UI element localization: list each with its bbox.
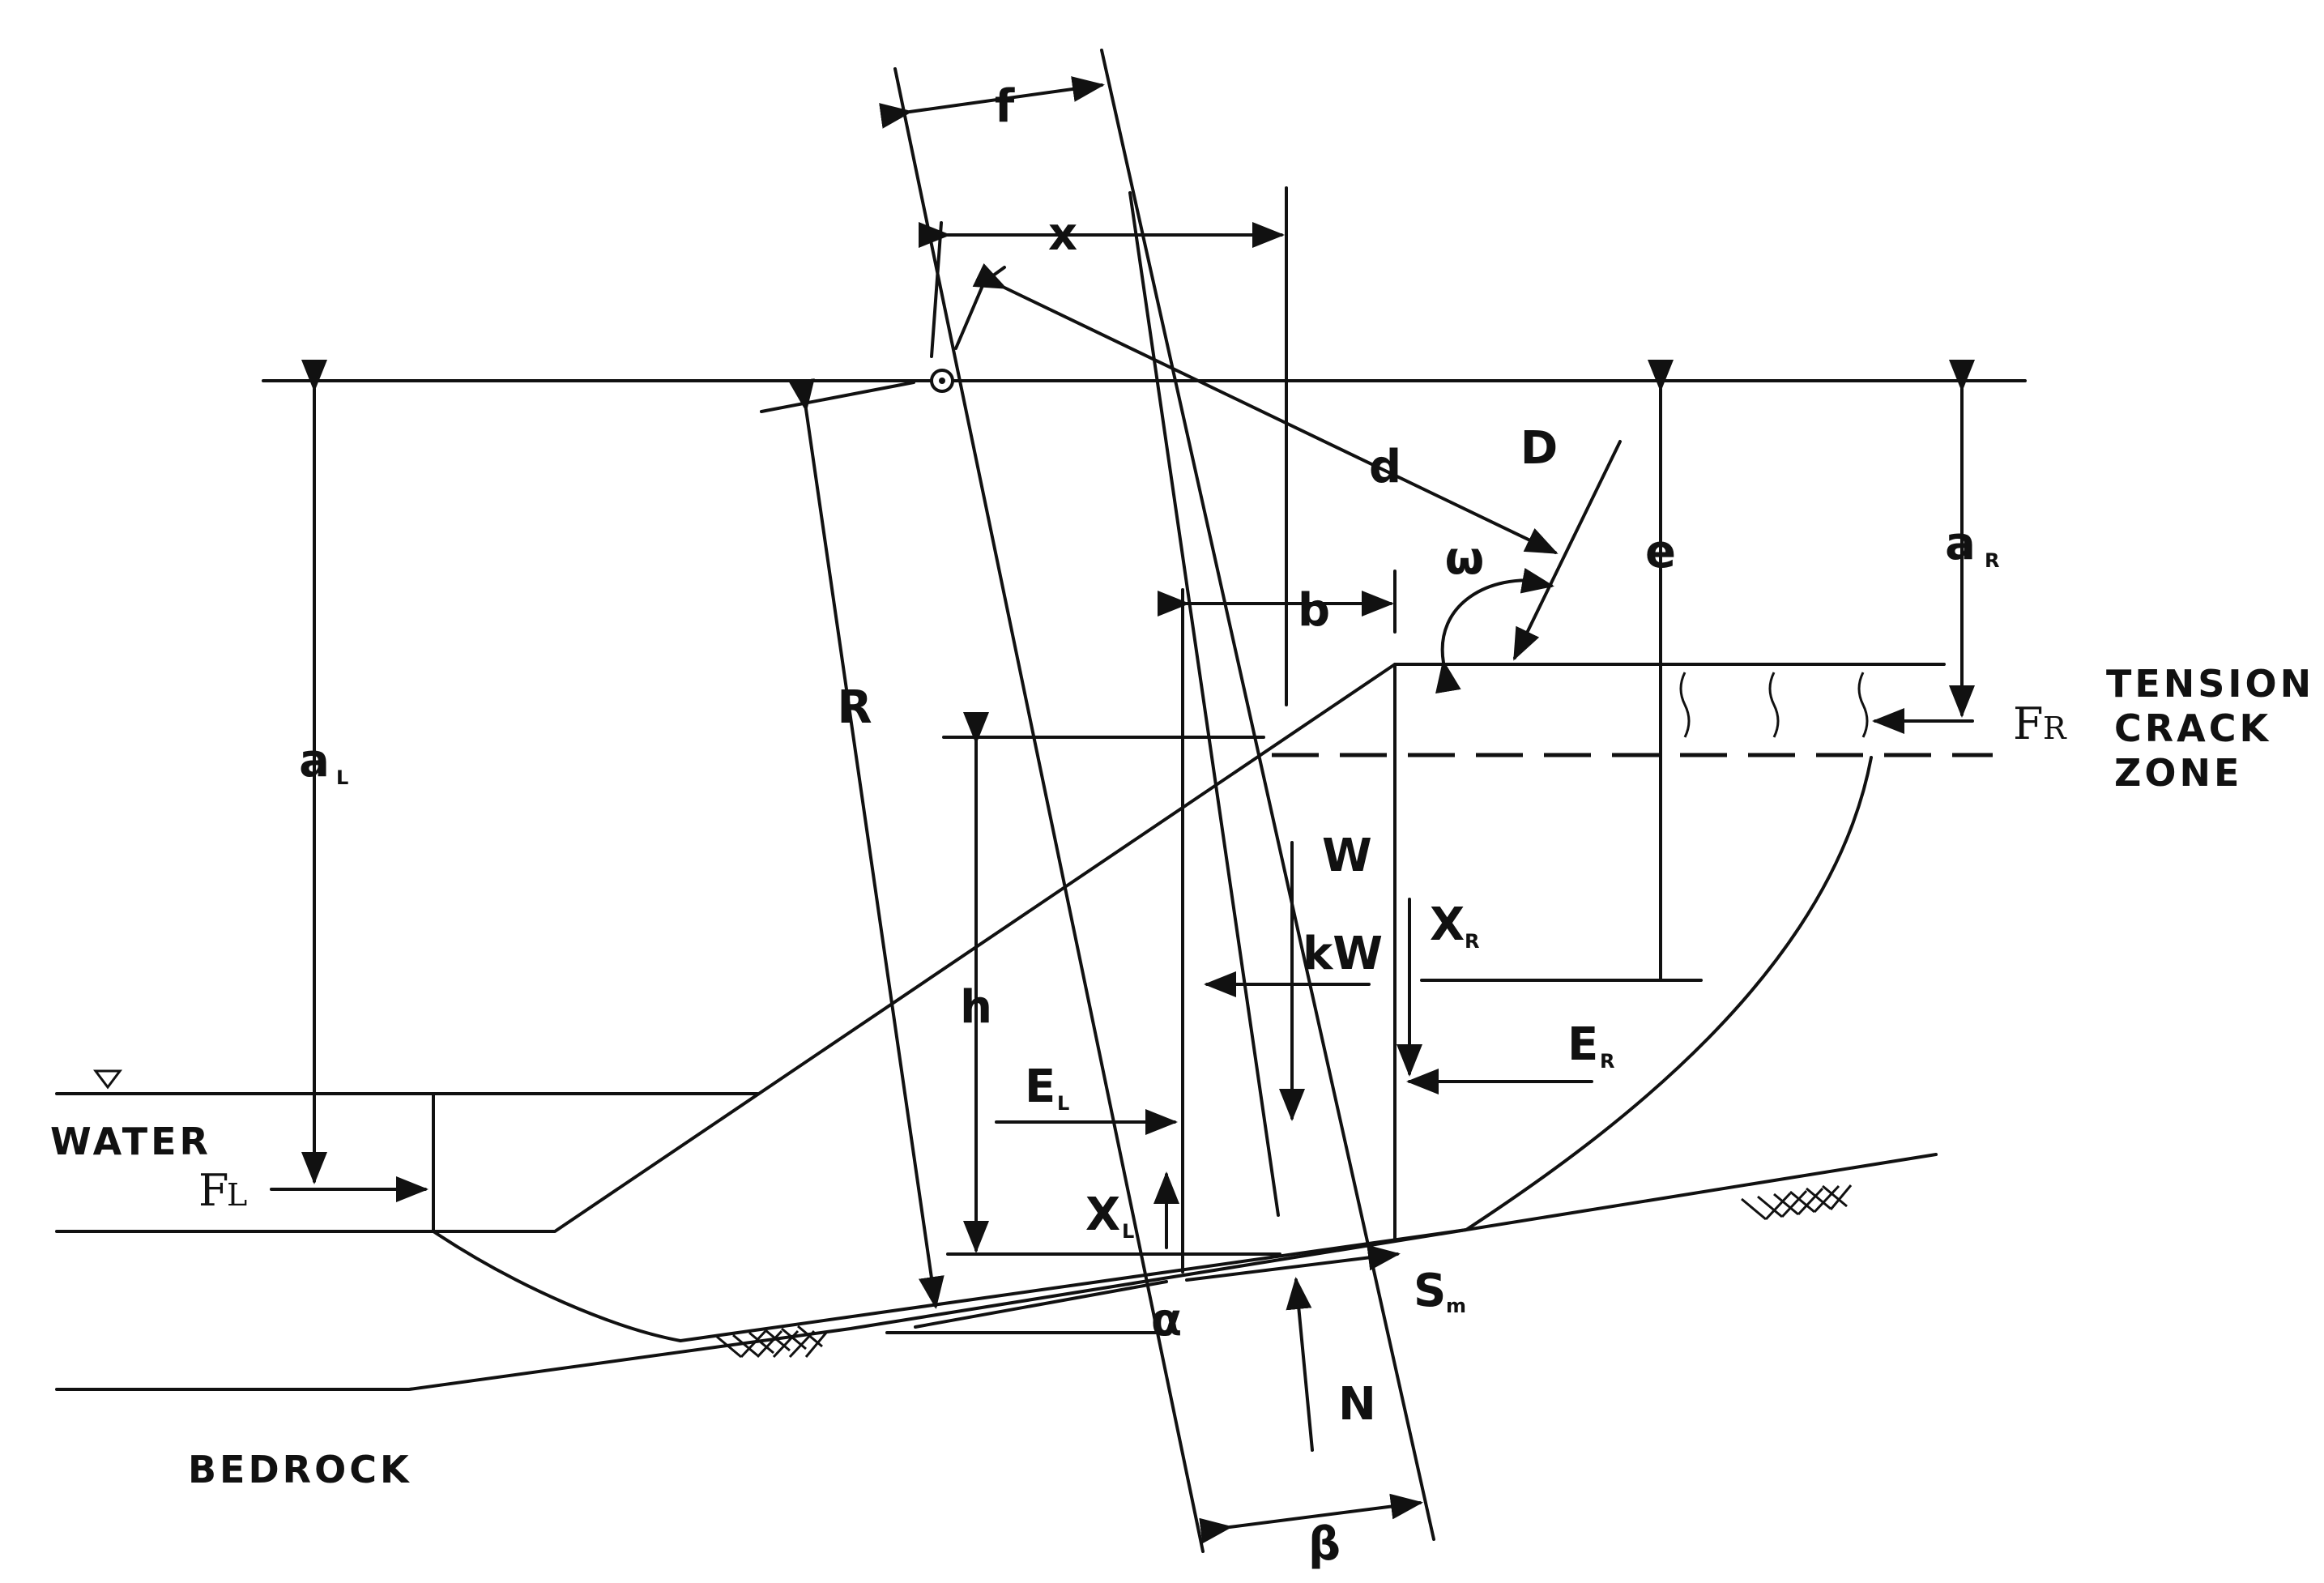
f-dimension <box>879 76 1105 129</box>
svg-text:X: X <box>1430 898 1465 951</box>
label-kW: kW <box>1303 928 1383 980</box>
label-h: h <box>960 981 992 1034</box>
svg-text:L: L <box>336 766 348 789</box>
slip-surface <box>432 756 1873 1342</box>
label-e: e <box>1645 526 1676 578</box>
D-force <box>1513 440 1622 661</box>
label-aR: a R <box>1945 518 1999 572</box>
label-alpha: α <box>1151 1294 1182 1346</box>
bedrock-line <box>55 1153 1938 1391</box>
svg-text:E: E <box>1567 1018 1598 1071</box>
radius-arrow <box>789 378 945 1309</box>
omega-arc <box>1435 578 1545 694</box>
label-x: x <box>1048 208 1077 261</box>
label-d: d <box>1369 441 1401 493</box>
N-force <box>1286 1277 1314 1452</box>
label-FL: F L <box>198 1165 247 1216</box>
svg-text:a: a <box>1945 518 1976 570</box>
bedrock-hatch-right <box>1741 1184 1853 1221</box>
svg-text:R: R <box>1600 1050 1614 1073</box>
svg-text:F: F <box>198 1165 228 1216</box>
label-XR: X R <box>1430 898 1479 953</box>
label-water: WATER <box>50 1120 211 1163</box>
label-beta: β <box>1308 1518 1341 1571</box>
tension-cracks <box>1679 672 1869 738</box>
svg-text:E: E <box>1025 1060 1055 1113</box>
bedrock-hatch-left <box>716 1325 828 1359</box>
label-XL: X L <box>1085 1188 1134 1243</box>
label-tension-crack-zone: TENSION CRACK ZONE <box>2106 662 2314 795</box>
rotation-center <box>930 369 954 393</box>
beta-dimension <box>1199 1493 1423 1544</box>
radial-line-left <box>893 67 1205 1553</box>
svg-text:X: X <box>1085 1188 1120 1241</box>
label-b: b <box>1298 584 1330 637</box>
svg-text:L: L <box>1122 1220 1134 1243</box>
svg-text:R: R <box>1465 930 1479 953</box>
svg-text:S: S <box>1414 1265 1446 1317</box>
label-omega: ω <box>1445 532 1485 585</box>
svg-text:L: L <box>227 1177 247 1213</box>
label-f: f <box>995 80 1015 133</box>
label-bedrock: BEDROCK <box>188 1448 412 1491</box>
radius-tail <box>760 381 915 413</box>
svg-text:ZONE: ZONE <box>2114 751 2242 795</box>
label-D: D <box>1520 422 1558 475</box>
d-dimension <box>972 262 1559 554</box>
svg-text:L: L <box>1057 1092 1069 1115</box>
label-N: N <box>1338 1378 1376 1431</box>
label-aL: a L <box>299 735 348 789</box>
omega-end-arrow <box>1520 567 1554 594</box>
water-level-symbol <box>93 1069 122 1090</box>
radial-line-center <box>1128 191 1280 1217</box>
label-W: W <box>1322 830 1372 882</box>
svg-text:F: F <box>2013 698 2043 749</box>
label-ER: E R <box>1567 1018 1614 1073</box>
label-EL: E L <box>1025 1060 1069 1115</box>
alpha-slope-line <box>914 1280 1168 1329</box>
label-Sm: S m <box>1414 1265 1466 1317</box>
svg-text:R: R <box>2043 710 2067 746</box>
label-R: R <box>837 681 872 734</box>
svg-text:m: m <box>1446 1295 1466 1317</box>
label-FR: F R <box>2013 698 2067 749</box>
Sm-force <box>1185 1244 1401 1282</box>
svg-text:TENSION: TENSION <box>2106 662 2314 706</box>
svg-text:a: a <box>299 735 330 787</box>
svg-text:R: R <box>1985 549 1999 572</box>
svg-text:CRACK: CRACK <box>2114 706 2271 750</box>
